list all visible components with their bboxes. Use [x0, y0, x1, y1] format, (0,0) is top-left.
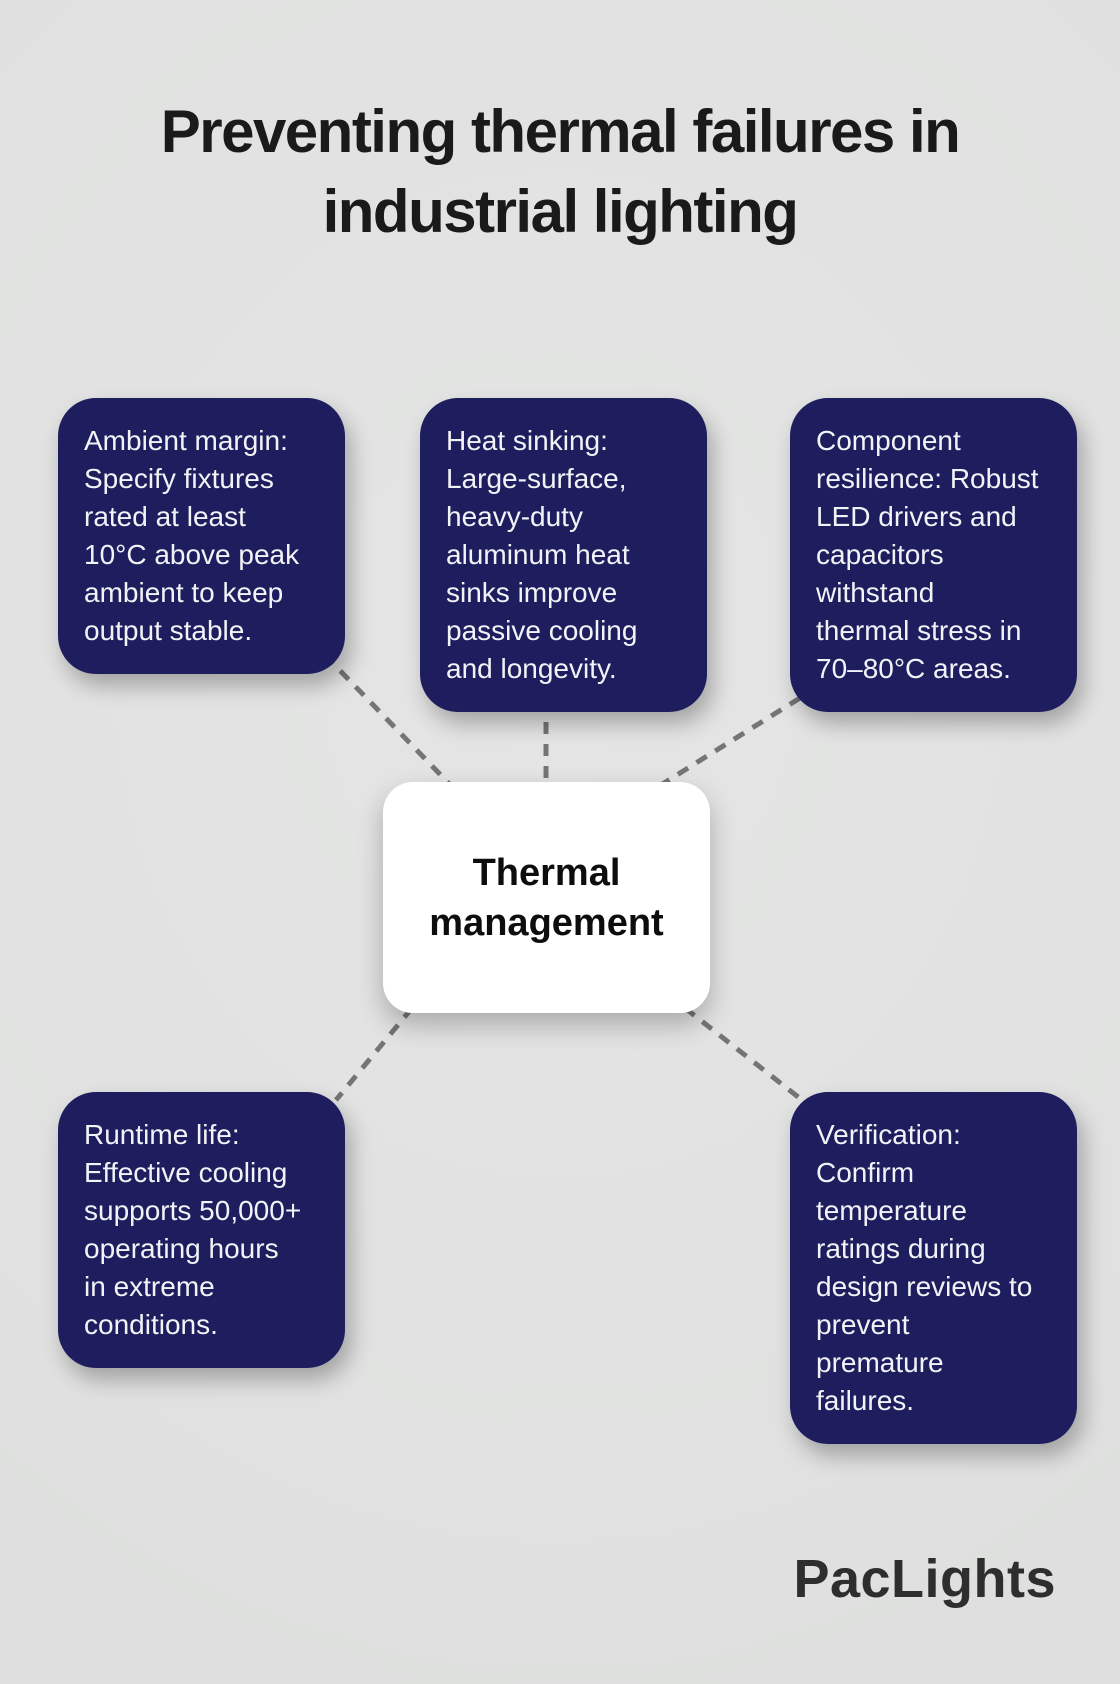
center-node-label: Thermal management	[429, 851, 664, 944]
connector-ambient-to-center	[323, 653, 462, 797]
center-node-thermal-management: Thermal management	[383, 782, 710, 1013]
connector-center-to-verification	[683, 1006, 804, 1102]
brand-logo: PacLights	[793, 1549, 1056, 1609]
connector-center-to-runtime	[334, 1006, 414, 1102]
connector-resilience-to-center	[646, 695, 802, 796]
